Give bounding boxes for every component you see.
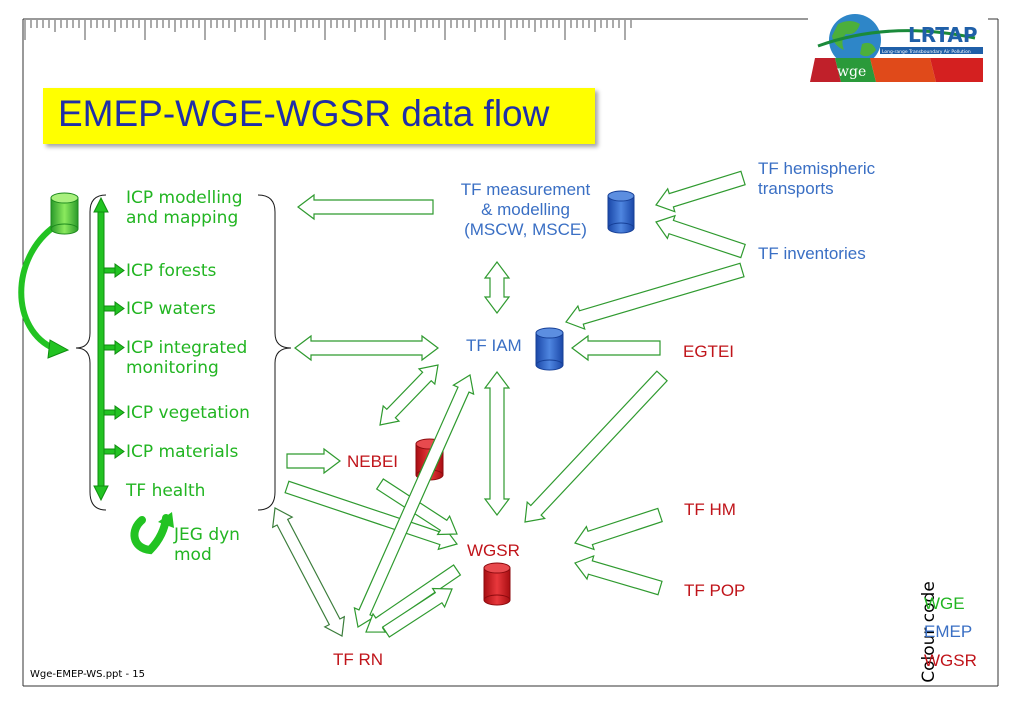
wgsr-cylinder xyxy=(483,562,511,606)
title-box xyxy=(43,88,595,144)
wge-cylinder xyxy=(50,192,79,235)
flow-arrow xyxy=(353,374,475,628)
flow-arrow xyxy=(524,370,668,523)
icp-modelling-line1: ICP modelling xyxy=(126,188,243,208)
flow-arrow xyxy=(286,447,341,475)
slide-footer: Wge-EMEP-WS.ppt - 15 xyxy=(30,669,145,680)
wgsr-label: WGSR xyxy=(467,541,520,560)
tf-rn-label: TF RN xyxy=(333,650,384,669)
legend-wge: WGE xyxy=(924,594,965,613)
flow-arrow xyxy=(365,564,462,633)
tf-measurement-line2: & modelling xyxy=(481,200,570,220)
flow-arrow xyxy=(655,170,746,213)
tf-hemispheric-line2: transports xyxy=(758,179,834,199)
icp-modelling-line2: and mapping xyxy=(126,208,239,229)
tf-hm-label: TF HM xyxy=(684,500,736,519)
lrtap-logo-subtitle: Long-range Transboundary Air Pollution xyxy=(882,49,971,55)
icp-waters-label: ICP waters xyxy=(126,299,216,319)
icp-integrated-label: ICP integrated monitoring xyxy=(126,338,247,378)
icp-modelling-label: ICP modelling and mapping xyxy=(126,188,243,228)
icp-integrated-line2: monitoring xyxy=(126,358,219,379)
tf-iam-label: TF IAM xyxy=(466,336,522,355)
flow-arrow xyxy=(571,334,661,362)
emep-measurement-cylinder xyxy=(607,190,635,234)
tf-health-label: TF health xyxy=(126,481,206,501)
tf-measurement-line1: TF measurement xyxy=(460,180,591,199)
jeg-curl-icon xyxy=(130,512,174,555)
legend-emep: EMEP xyxy=(924,622,973,641)
ruler xyxy=(24,20,632,40)
jeg-label: JEG dyn mod xyxy=(174,525,240,565)
egtei-label: EGTEI xyxy=(683,342,735,361)
wge-curved-arrow xyxy=(18,223,70,359)
right-brace xyxy=(257,194,292,511)
emep-iam-cylinder xyxy=(535,327,564,371)
icp-vegetation-label: ICP vegetation xyxy=(126,403,250,423)
flow-arrow xyxy=(294,334,439,362)
flow-arrow xyxy=(379,364,439,426)
flow-arrow xyxy=(483,371,511,516)
tf-inventories-label: TF inventories xyxy=(758,244,866,263)
lrtap-logo-text: LRTAP xyxy=(908,23,977,47)
lrtap-logo-graphic: LRTAP Long-range Transboundary Air Pollu… xyxy=(810,14,983,82)
flow-arrow xyxy=(565,262,745,330)
flow-arrow xyxy=(655,214,746,259)
flow-arrow xyxy=(271,507,346,637)
wge-badge: wge xyxy=(837,64,866,80)
legend-wgsr: WGSR xyxy=(924,651,977,670)
flow-arrow xyxy=(381,587,453,638)
lrtap-logo: LRTAP Long-range Transboundary Air Pollu… xyxy=(810,10,985,86)
icp-forests-label: ICP forests xyxy=(126,261,217,281)
tf-hemispheric-label: TF hemispheric transports xyxy=(758,159,875,199)
flow-arrows xyxy=(271,170,746,638)
page-title: EMEP-WGE-WGSR data flow xyxy=(58,93,550,134)
slide-frame xyxy=(22,18,999,687)
tf-measurement-line3: (MSCW, MSCE) xyxy=(464,220,587,240)
icp-materials-label: ICP materials xyxy=(126,442,239,462)
flow-arrow xyxy=(574,555,663,596)
jeg-line2: mod xyxy=(174,545,212,566)
flow-arrow xyxy=(297,193,434,221)
flow-arrow xyxy=(284,480,459,551)
flow-arrow xyxy=(483,261,511,314)
wge-connector xyxy=(93,196,125,502)
tf-measurement-label: TF measurement & modelling (MSCW, MSCE) xyxy=(448,180,603,240)
tf-pop-label: TF POP xyxy=(684,581,746,600)
left-brace xyxy=(75,194,107,511)
tf-hemispheric-line1: TF hemispheric xyxy=(758,159,876,178)
jeg-line1: JEG dyn xyxy=(174,525,240,545)
nebei-label: NEBEI xyxy=(347,452,399,471)
flow-arrow xyxy=(574,507,663,551)
icp-integrated-line1: ICP integrated xyxy=(126,338,248,358)
